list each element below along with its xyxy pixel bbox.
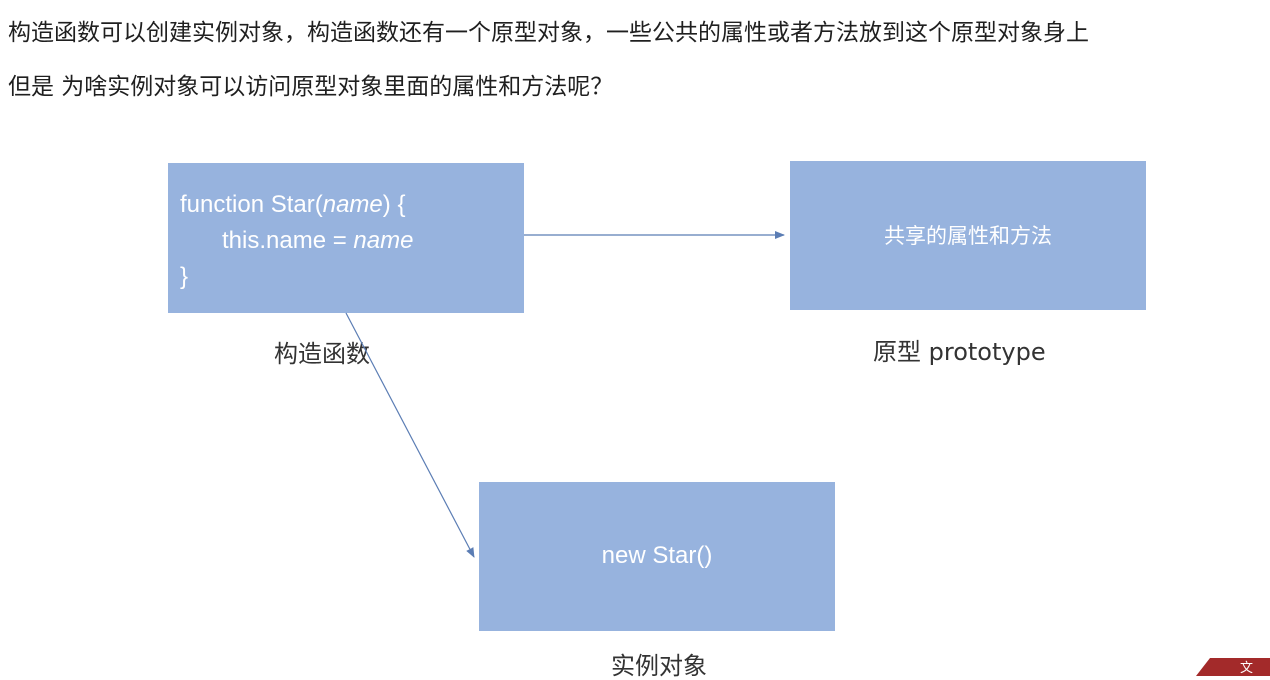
constructor-box: function Star(name) { this.name = name } <box>168 163 524 313</box>
code-param-name: name <box>322 191 383 218</box>
intro-line-1: 构造函数可以创建实例对象，构造函数还有一个原型对象，一些公共的属性或者方法放到这… <box>8 20 1089 46</box>
instance-box: new Star() <box>479 482 835 631</box>
code-name-value: name <box>353 227 414 254</box>
constructor-code-line-1: function Star(name) { <box>180 187 524 223</box>
instance-caption: 实例对象 <box>611 652 707 680</box>
corner-tab-glyph: 文 <box>1240 661 1254 676</box>
code-function-keyword: function Star( <box>180 191 323 218</box>
prototype-caption: 原型 prototype <box>873 338 1046 366</box>
instance-box-text: new Star() <box>601 541 713 569</box>
prototype-box-text: 共享的属性和方法 <box>884 223 1052 248</box>
corner-tab[interactable] <box>1196 658 1270 676</box>
constructor-code-line-3: } <box>180 263 189 290</box>
code-this-name: this.name = <box>222 227 354 254</box>
intro-line-2: 但是 为啥实例对象可以访问原型对象里面的属性和方法呢？ <box>8 74 614 100</box>
constructor-code-line-2: this.name = name <box>180 223 524 259</box>
prototype-box: 共享的属性和方法 <box>790 161 1146 310</box>
constructor-caption: 构造函数 <box>274 340 370 368</box>
code-open-brace: ) { <box>382 191 406 218</box>
